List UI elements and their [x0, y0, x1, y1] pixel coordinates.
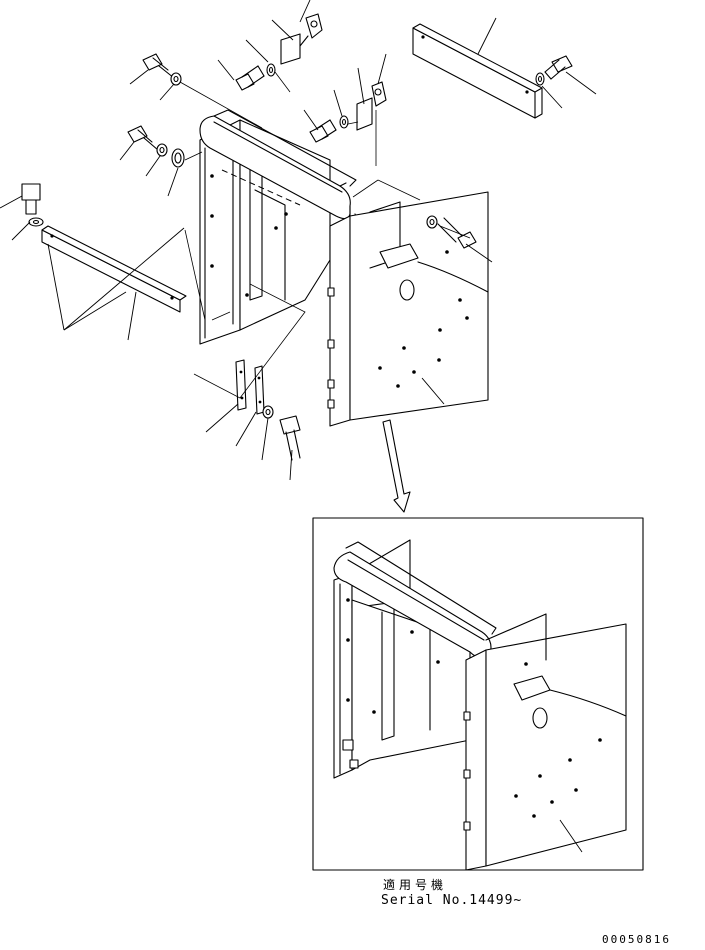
drawing-code: 00050816: [602, 933, 671, 946]
bolt-right-side: [437, 217, 477, 249]
bolt-top-left: [142, 53, 175, 79]
bracket-middle-small: [356, 81, 387, 131]
applicable-machines-label: 適用号機: [383, 878, 448, 892]
washer-upper-small: [266, 63, 276, 77]
down-arrow: [382, 419, 411, 513]
guide-lines: [179, 71, 421, 399]
main-side-panel: [327, 191, 489, 427]
lower-strip-a: [235, 359, 247, 411]
bracket-upper-small: [280, 13, 323, 65]
washer-bar-right: [535, 72, 545, 86]
bolt-upper-small: [235, 65, 265, 91]
lower-strip-b: [254, 365, 265, 415]
washer-mid-left: [156, 143, 168, 157]
washer-middle-small: [339, 115, 349, 129]
bolt-bar-right: [544, 55, 573, 80]
bolt-mid-left: [127, 125, 159, 151]
serial-number-label: Serial No.14499~: [381, 893, 523, 908]
washer-right-side: [426, 215, 438, 229]
inset-assembly: [333, 539, 627, 871]
spacer-mid-left: [171, 148, 185, 168]
washer-top-left: [170, 72, 182, 86]
washer-lower: [262, 405, 274, 419]
bolt-far-left: [21, 183, 41, 215]
bolt-middle-small: [309, 119, 337, 143]
inset-box: [312, 517, 644, 871]
leader-lines: [0, 0, 597, 481]
top-mounting-bar: [412, 23, 543, 119]
left-support-bar: [41, 225, 187, 313]
bolt-lower: [279, 415, 301, 461]
washer-far-left: [28, 217, 44, 227]
